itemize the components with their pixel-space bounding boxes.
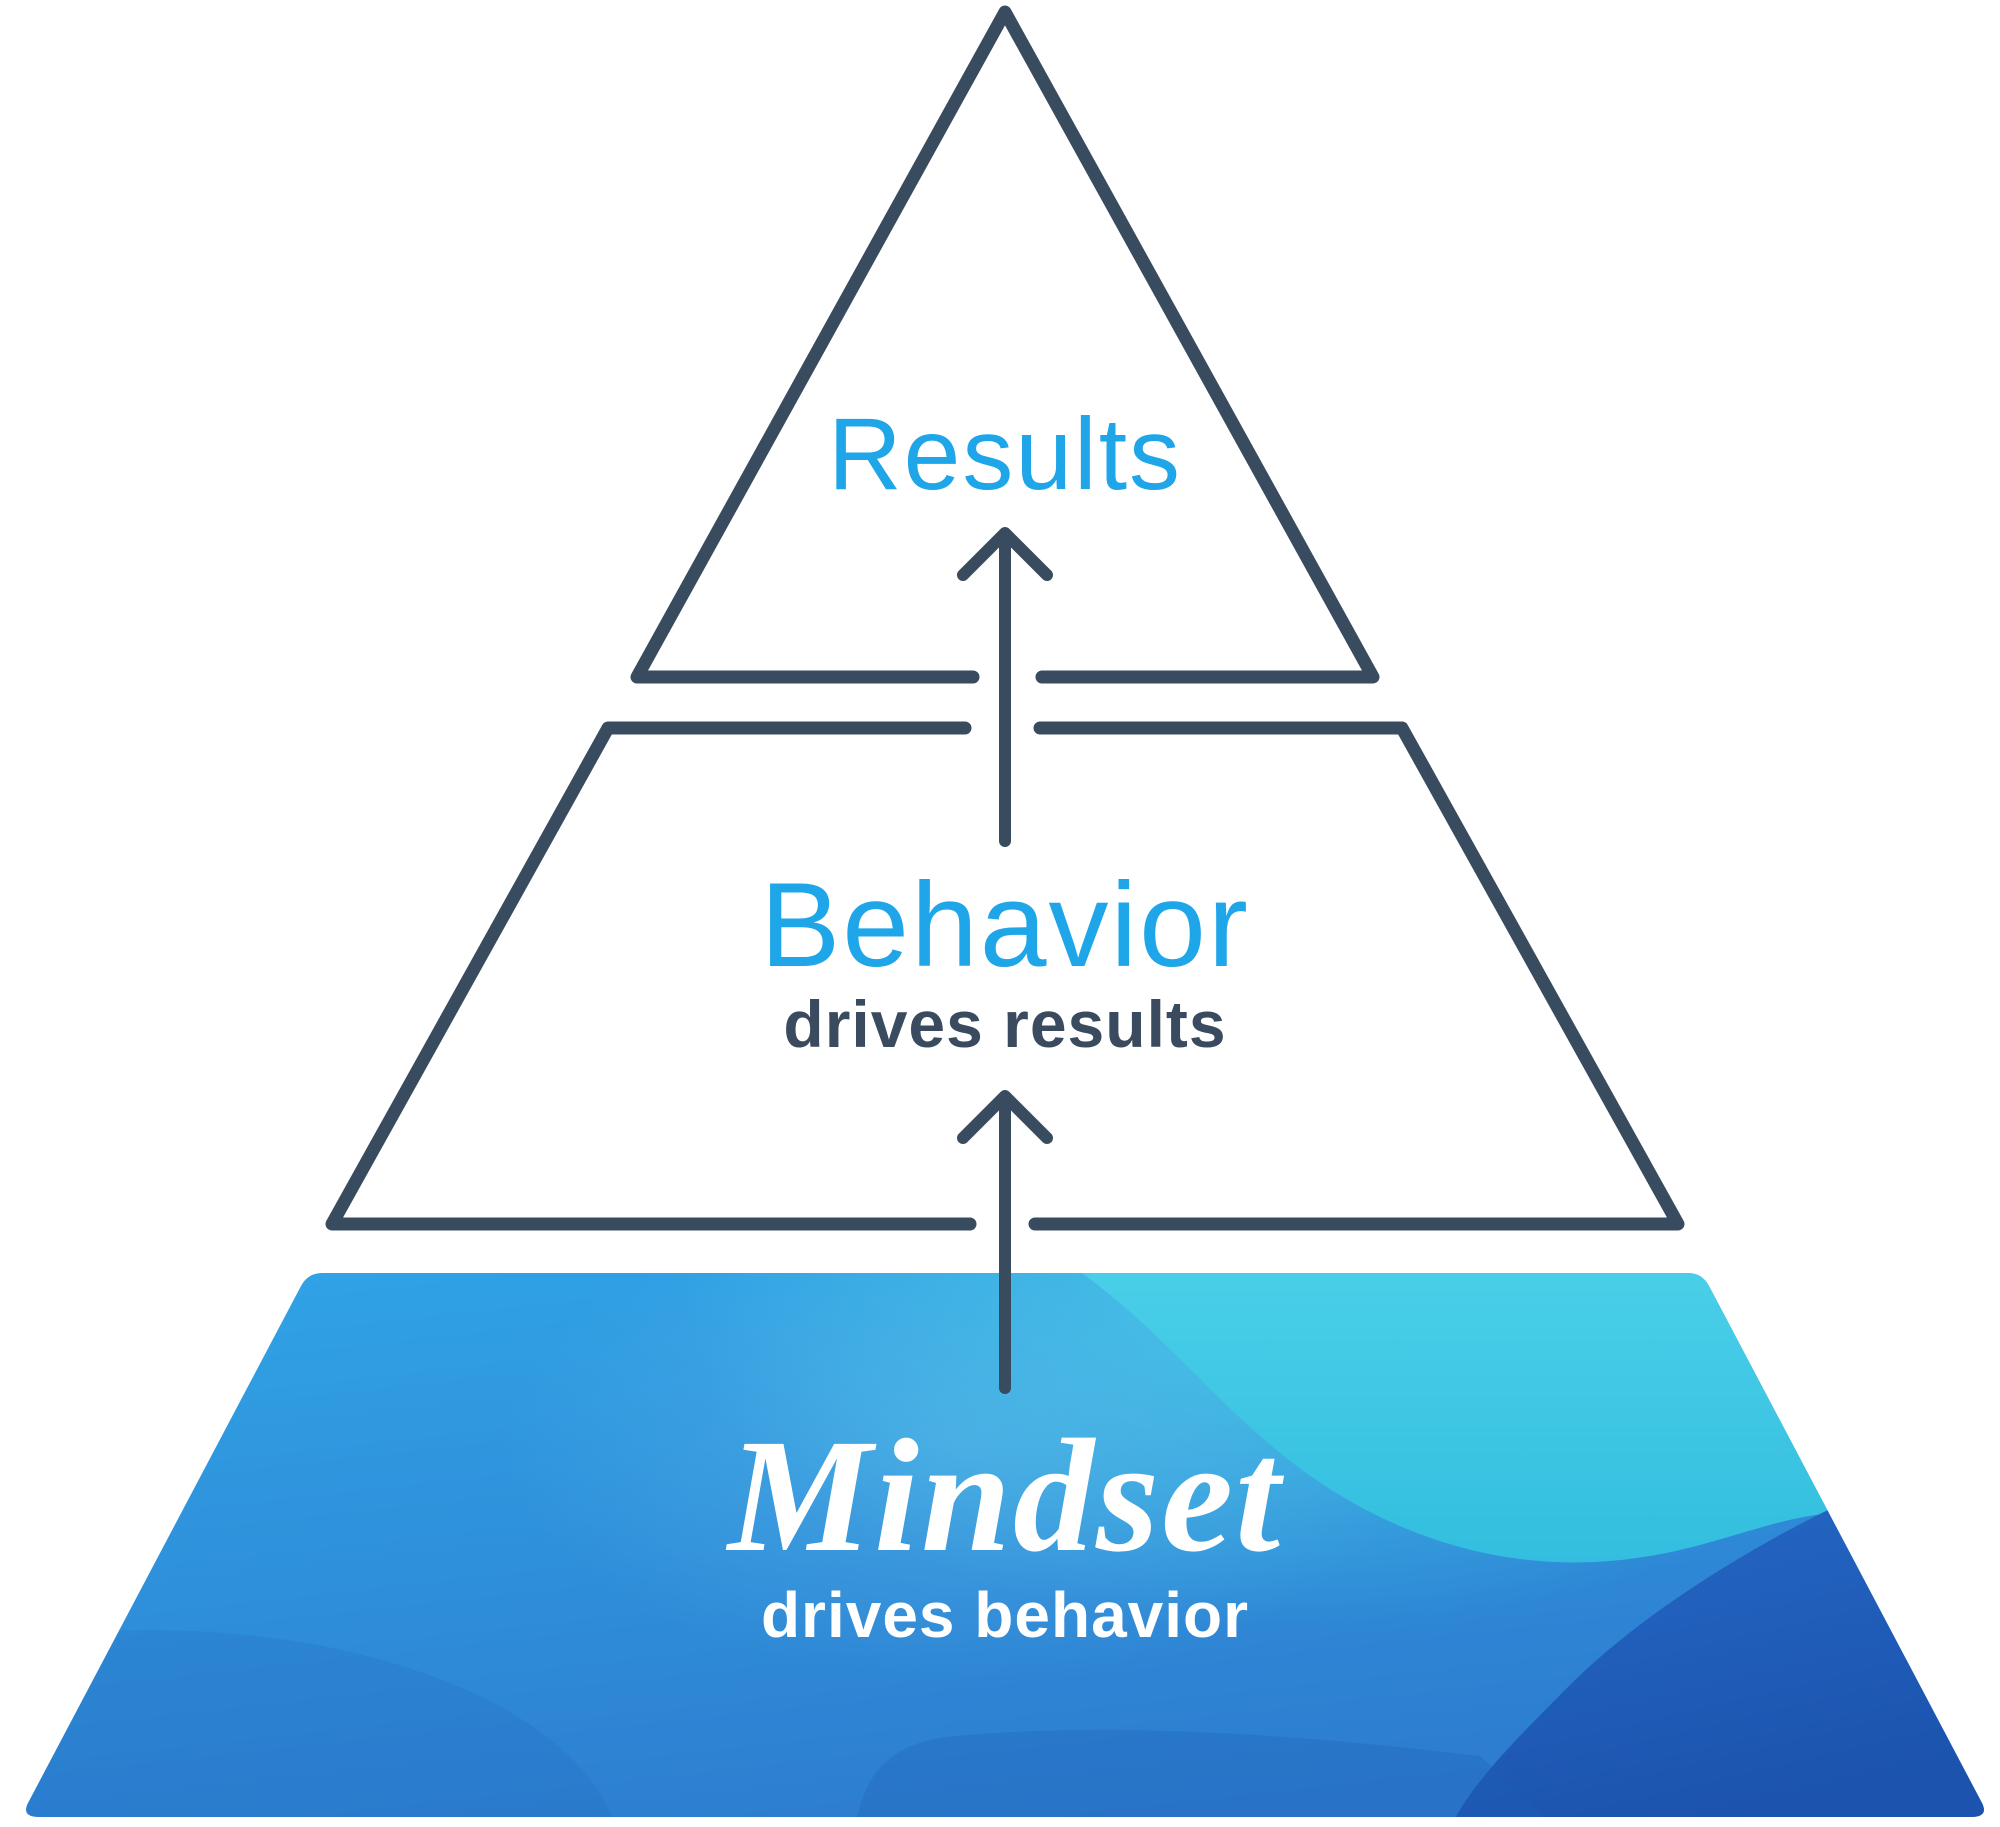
arrow-head (957, 527, 1053, 581)
results-label: Results (828, 397, 1182, 511)
bottom-left-shade (26, 1630, 620, 1817)
arrow-mindset-to-behavior (957, 1090, 1053, 1394)
navy-wave (1448, 1505, 1984, 1817)
behavior-label: Behavior (760, 858, 1250, 992)
mindset-label: Mindset (725, 1407, 1285, 1586)
bottom-center-swirl (855, 1730, 1560, 1817)
results-level: Results (630, 5, 1380, 684)
turquoise-wave (1075, 1273, 1905, 1563)
behavior-subtitle: drives results (783, 987, 1226, 1061)
arrow-behavior-to-results (957, 527, 1053, 847)
behavior-trapezoid-outline-left (325, 721, 977, 1231)
mindset-level: Mindset drives behavior (26, 1273, 1984, 1817)
arrow-head (957, 1090, 1053, 1144)
mindset-subtitle: drives behavior (761, 1579, 1249, 1651)
results-triangle-outline (630, 5, 1380, 684)
behavior-level: Behavior drives results (325, 721, 1685, 1231)
behavior-trapezoid-outline-right (1028, 721, 1685, 1231)
